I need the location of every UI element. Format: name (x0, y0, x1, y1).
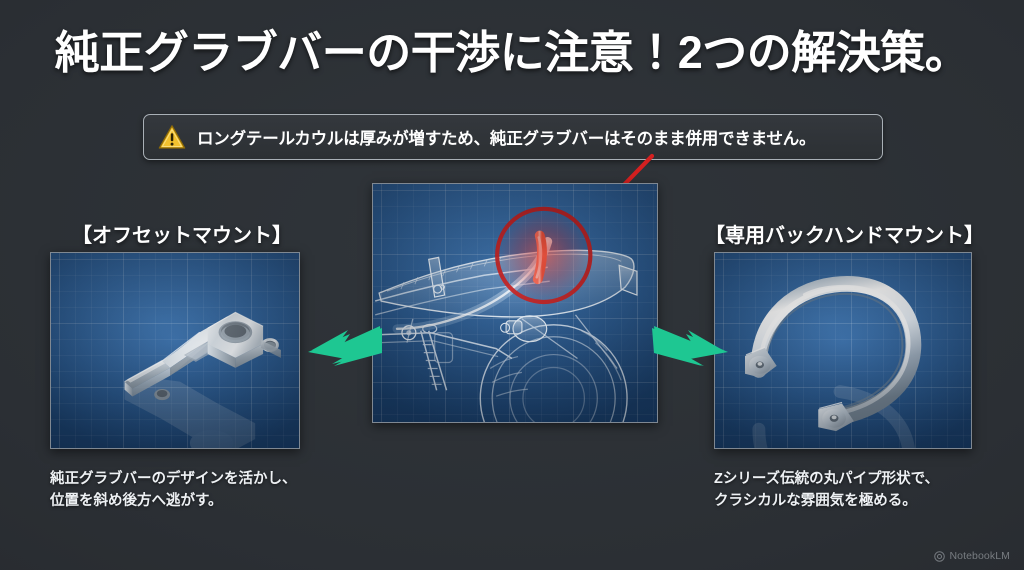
motorcycle-rear-frame-blueprint-art (374, 206, 638, 422)
watermark-label: NotebookLM (949, 550, 1010, 562)
warning-banner: ロングテールカウルは厚みが増すため、純正グラブバーはそのまま併用できません。 (143, 114, 883, 160)
watermark: NotebookLM (934, 550, 1010, 562)
notebooklm-logo-icon (934, 550, 946, 562)
solution-caption-backhand-mount: Zシリーズ伝統の丸パイプ形状で、 クラシカルな雰囲気を極める。 (714, 471, 940, 510)
panel-vignette (373, 184, 657, 422)
solution-label-offset-mount: 【オフセットマウント】 (72, 225, 292, 247)
solution-label-backhand-mount: 【専用バックハンドマウント】 (705, 225, 984, 247)
solution-image-offset-mount (50, 252, 300, 449)
panel-vignette (715, 253, 971, 448)
blueprint-diagram-panel (372, 183, 658, 423)
panel-vignette (51, 253, 299, 448)
page-title: 純正グラブバーの干渉に注意！2つの解決策。 (54, 27, 970, 78)
warning-text: ロングテールカウルは厚みが増すため、純正グラブバーはそのまま併用できません。 (197, 130, 816, 148)
offset-mount-bracket-render-art (124, 311, 281, 448)
solution-image-backhand-mount (714, 252, 972, 449)
round-pipe-grab-bar-render-art (745, 275, 922, 448)
solution-caption-offset-mount: 純正グラブバーのデザインを活かし、 位置を斜め後方へ逃がす。 (50, 471, 297, 510)
warning-triangle-icon (158, 125, 186, 149)
